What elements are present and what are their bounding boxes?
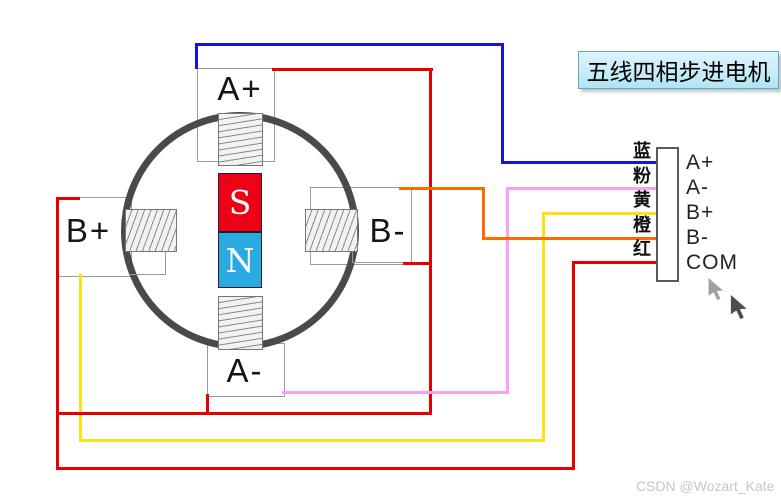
coil-a-minus-label-box [207, 343, 285, 397]
lead-b-minus-bottom [352, 262, 403, 263]
coil-a-minus [218, 296, 263, 350]
mouse-cursor-icon[interactable] [707, 278, 725, 301]
wire-pink-segment [506, 187, 658, 190]
wire-yellow-segment [542, 212, 545, 441]
wire-yellow-segment [79, 439, 545, 442]
lead-b-plus-bottom-vert [165, 252, 166, 275]
coil-label-a-minus: A- [226, 352, 264, 389]
pin-name-b-plus: B+ [686, 201, 715, 224]
coil-b-plus-label-box [56, 197, 132, 277]
wire-blue-segment [501, 43, 504, 164]
coil-label-b-minus: B- [369, 212, 407, 249]
diagram-title: 五线四相步进电机 [578, 51, 779, 89]
wire-yellow-segment [542, 212, 658, 215]
wire-red-segment [56, 412, 432, 415]
wire-red-segment [572, 261, 575, 470]
wire-red-segment [403, 262, 432, 265]
wire-orange-segment [399, 187, 485, 190]
connector-block [656, 147, 679, 282]
wire-name-yellow: 黄 [633, 190, 651, 210]
pin-name-a-minus: A- [686, 176, 709, 199]
wire-name-blue: 蓝 [633, 141, 651, 161]
coil-a-plus [218, 113, 263, 166]
wire-red-segment [56, 197, 59, 470]
coil-b-minus [305, 209, 358, 252]
wire-yellow-segment [79, 274, 82, 442]
wire-blue-segment [195, 43, 504, 46]
magnet-south-pole: S [218, 173, 262, 232]
magnet-north-pole: N [218, 232, 262, 288]
pin-name-a-plus: A+ [686, 151, 715, 174]
wire-name-orange: 橙 [633, 215, 651, 235]
pin-name-b-minus: B- [686, 226, 709, 249]
lead-b-plus-bottom [130, 274, 166, 275]
coil-label-b-plus: B+ [65, 212, 112, 249]
wire-red-segment [572, 261, 658, 264]
wire-pink-segment [282, 391, 509, 394]
watermark-text: CSDN @Wozart_Kate [636, 478, 775, 494]
coil-label-a-plus: A+ [217, 70, 263, 107]
wire-red-segment [429, 68, 432, 415]
diagram-title-text: 五线四相步进电机 [586, 59, 771, 85]
wire-red-segment [56, 197, 80, 200]
wire-name-pink: 粉 [633, 166, 651, 186]
mouse-cursor-icon[interactable] [729, 295, 749, 320]
coil-b-plus [125, 209, 177, 252]
wire-blue-segment [195, 43, 198, 69]
lead-b-plus-top [78, 197, 126, 198]
wire-orange-segment [482, 237, 658, 240]
wire-red-segment [206, 394, 209, 414]
wire-red-segment [272, 68, 433, 71]
wire-blue-segment [501, 161, 658, 164]
lead-b-minus-bottom-vert [352, 252, 353, 263]
pin-name-com: COM [686, 251, 738, 274]
magnet-south-letter: S [228, 183, 252, 222]
wire-name-red: 红 [633, 239, 651, 259]
wire-orange-segment [482, 187, 485, 240]
wire-red-segment [56, 467, 575, 470]
wire-pink-segment [506, 187, 509, 394]
magnet-north-letter: N [225, 240, 255, 280]
